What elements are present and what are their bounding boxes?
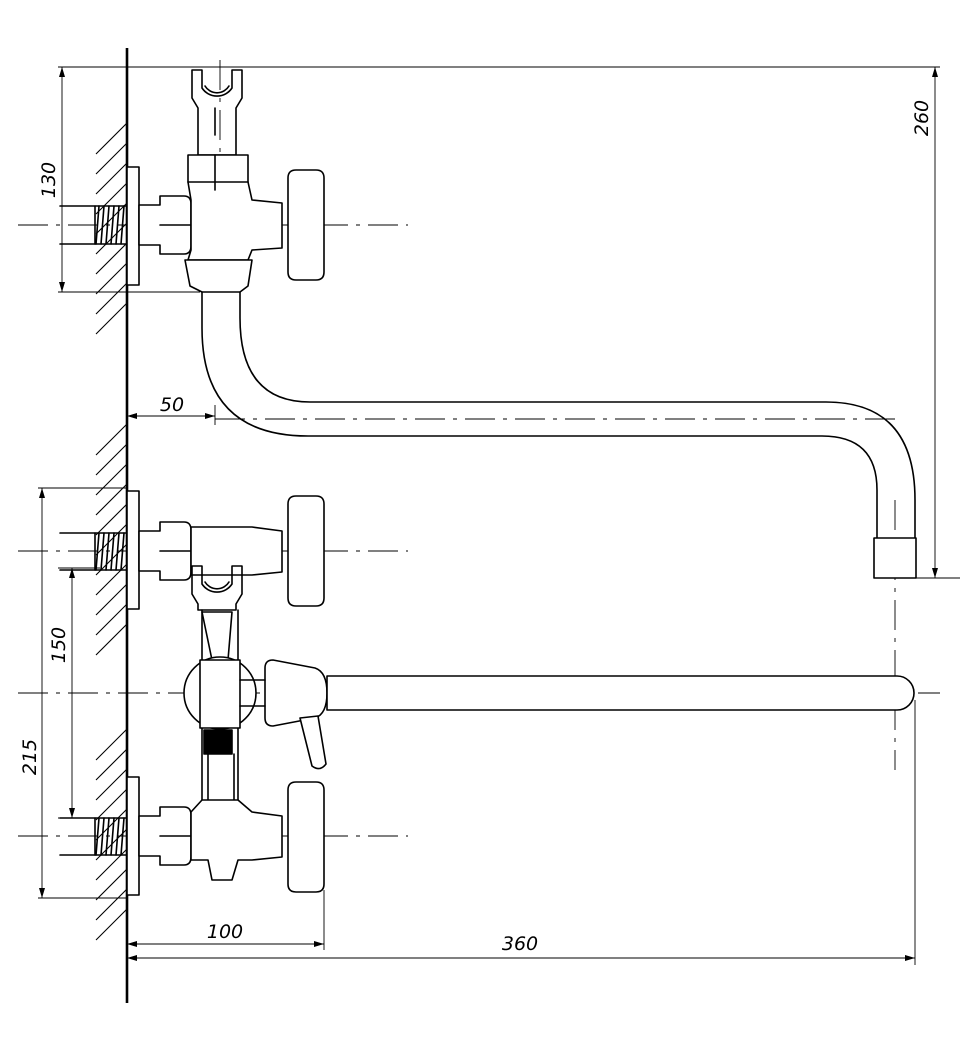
center-lines [18,60,940,837]
top-spout [201,291,917,579]
dim-150-label: 150 [48,627,70,663]
top-spout-aerator [873,537,917,579]
lower-handle [287,781,325,893]
top-flange [126,166,140,286]
top-thread [94,205,128,245]
top-body [187,154,283,261]
mixer-body [183,565,328,801]
top-shower-holder [191,69,243,156]
dim-215-label: 215 [19,739,41,775]
wall-hatch-top [95,122,128,335]
dimension-labels: 260 130 50 150 215 100 360 [19,100,933,955]
middle-shower-holder [191,565,243,611]
wall-hatch-bottom [95,728,128,941]
wall-hatch-middle [95,423,128,656]
lower-spout-pipe [326,675,915,711]
lower-valve [59,776,325,896]
dim-100-label: 100 [207,921,243,943]
extension-lines [38,66,960,965]
top-faucet [59,69,325,293]
upper-valve-body [190,526,283,576]
upper-valve [59,490,325,610]
top-handle [287,169,325,281]
dim-130-label: 130 [38,162,60,198]
lower-flange [126,776,140,896]
lower-spout [326,675,915,711]
wall [95,48,129,1003]
dim-50-label: 50 [160,394,184,416]
dim-360-label: 360 [502,933,538,955]
upper-handle [287,495,325,607]
mixer-thread [203,729,233,755]
upper-flange [126,490,140,610]
lower-valve-body [190,799,283,881]
diverter-lever [299,715,327,770]
dim-260-label: 260 [911,100,933,136]
dimension-lines [39,67,938,961]
